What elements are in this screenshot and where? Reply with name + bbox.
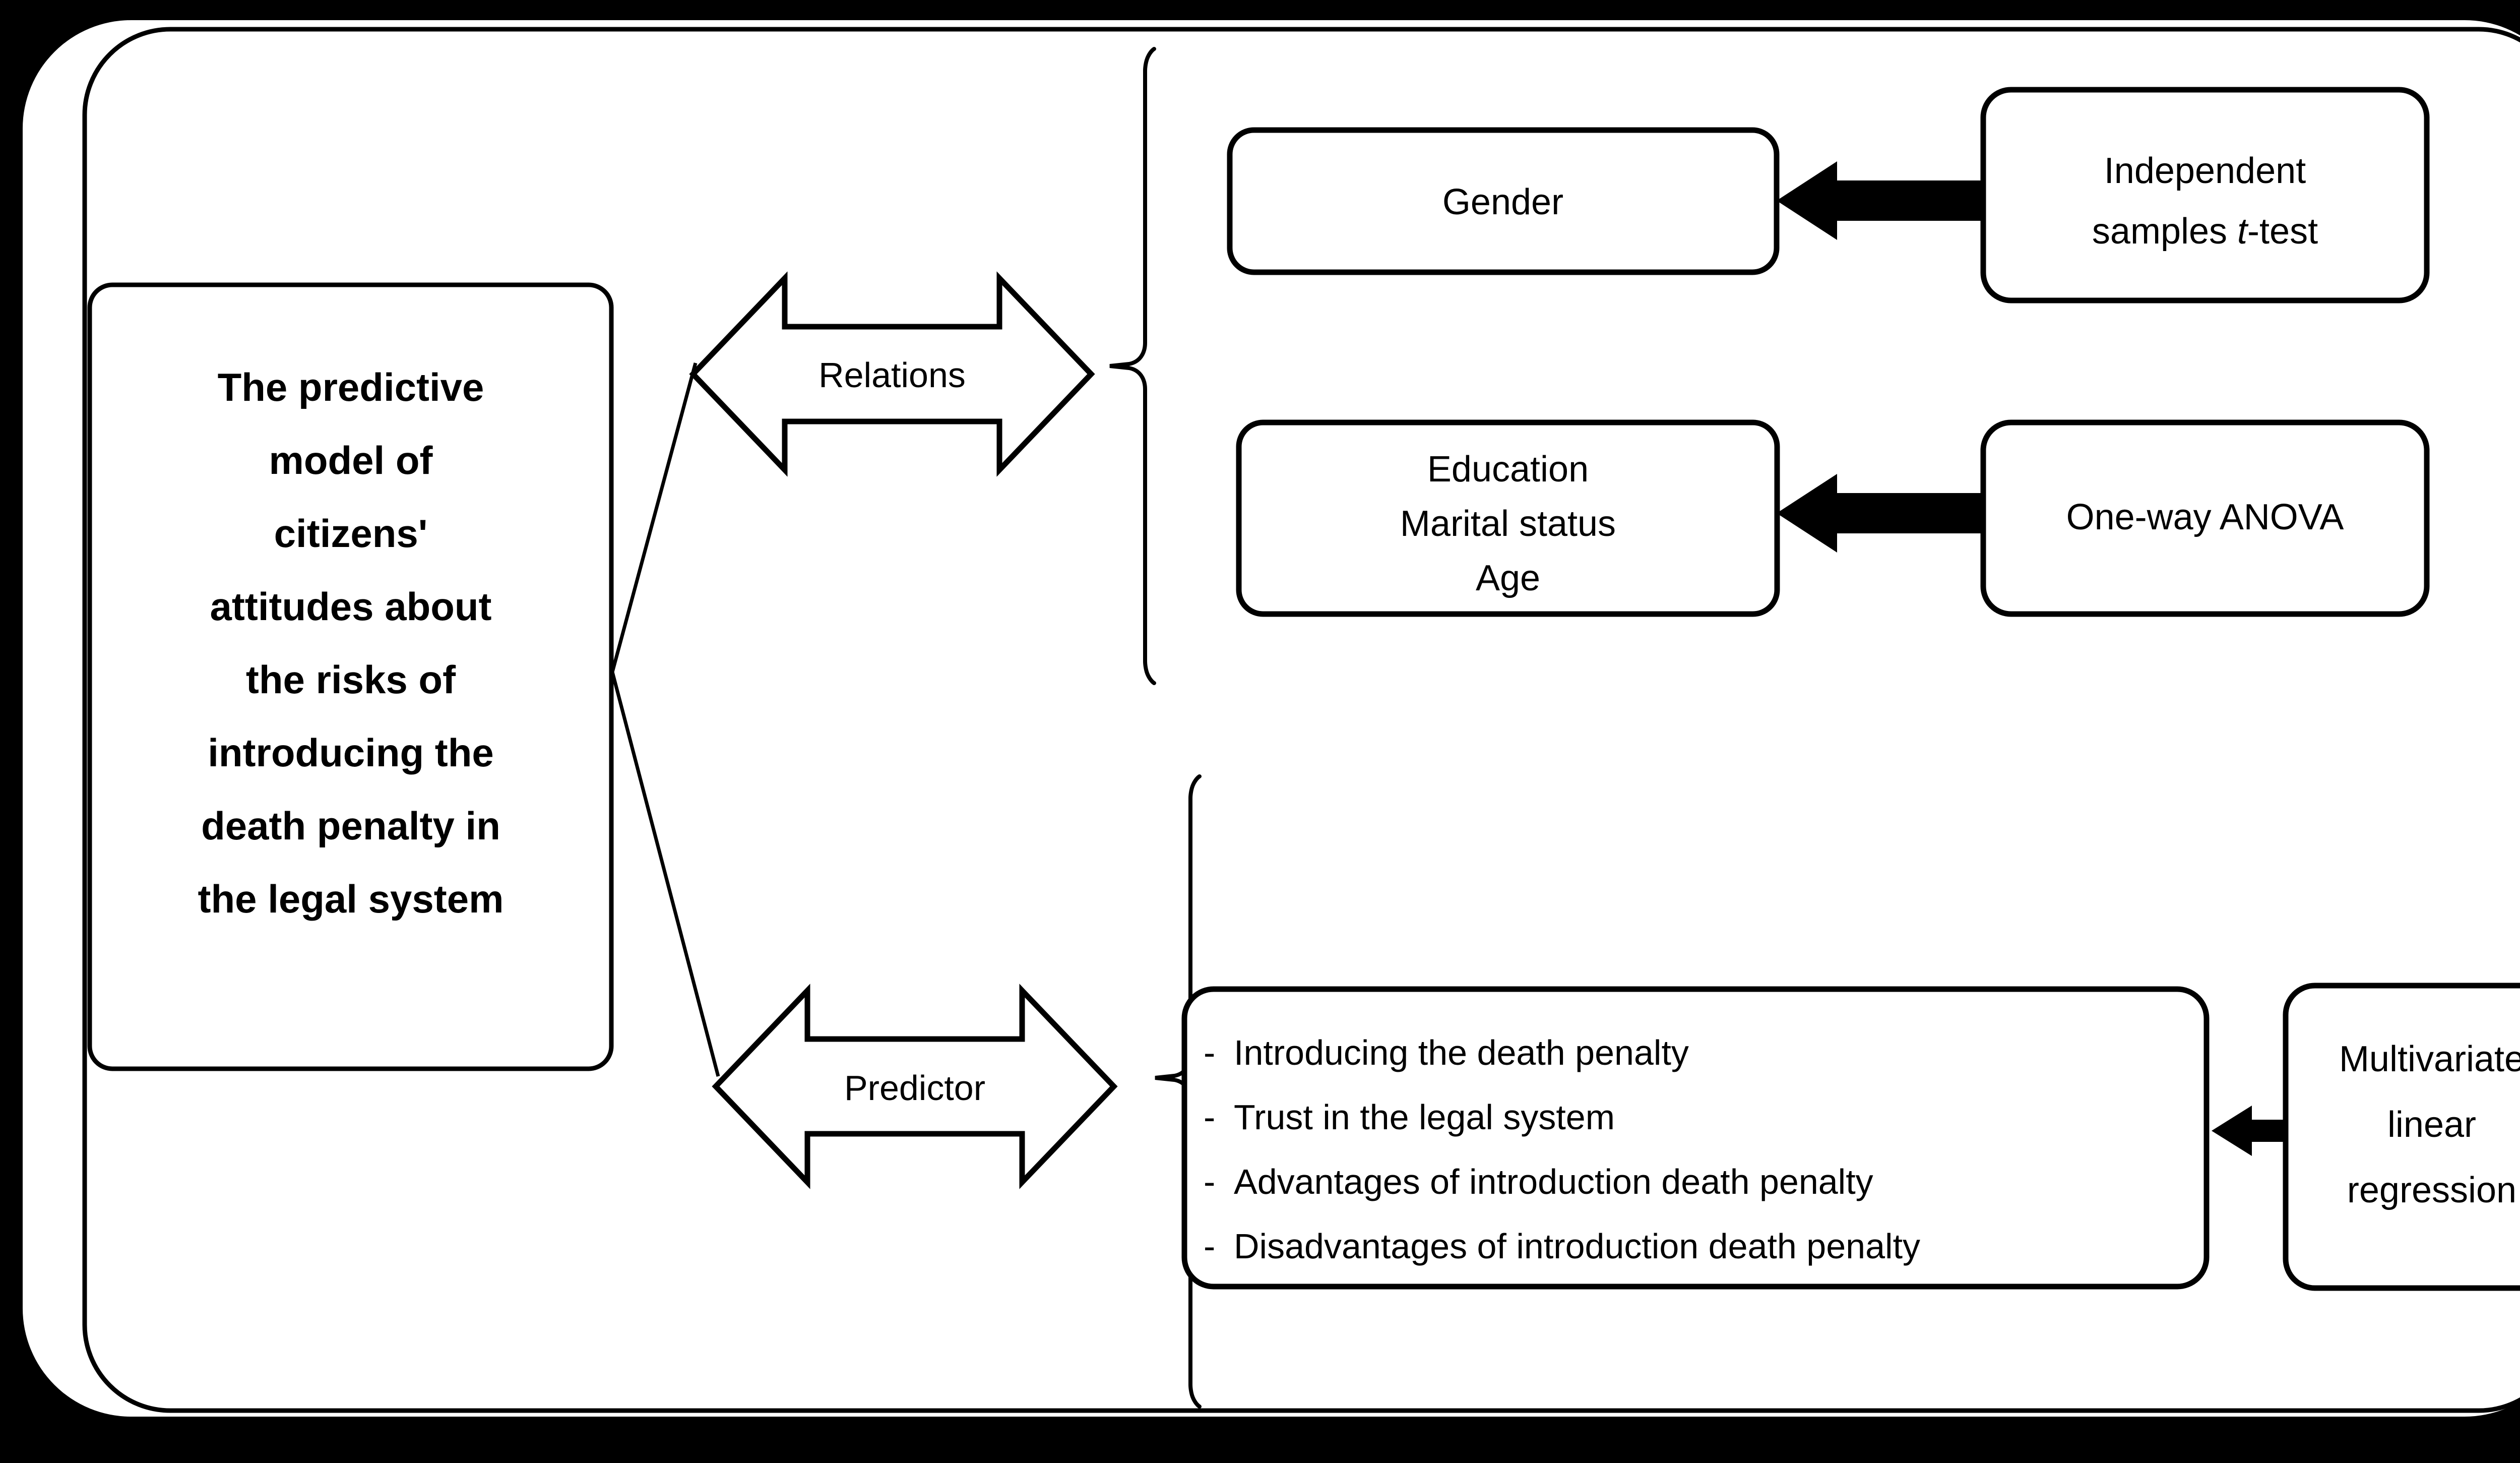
variable-demographics-line-3: Age (1476, 558, 1540, 598)
predictor-brace (1155, 774, 1202, 1409)
predictor-item-2: Trust in the legal system (1234, 1098, 1615, 1137)
method-box-one-way-anova[interactable] (1980, 419, 2430, 617)
method-ttest-line-1: Independent (2104, 151, 2306, 191)
central-line-3: citizens' (274, 511, 428, 556)
variable-demographics-line-1: Education (1427, 449, 1589, 490)
variable-box-demographics[interactable] (1236, 419, 1780, 617)
relations-brace (1109, 47, 1156, 685)
predictor-bullet-1: - (1204, 1033, 1215, 1072)
predictor-arrow[interactable] (712, 984, 1118, 1189)
central-concept-box[interactable] (87, 282, 614, 1071)
method-box-independent-t-test[interactable] (1980, 87, 2430, 303)
central-line-1: The predictive (218, 365, 484, 409)
central-line-6: introducing the (208, 730, 494, 775)
central-line-8: the legal system (198, 877, 504, 921)
method-box-multivariate-regression[interactable] (2283, 983, 2520, 1291)
variable-box-gender[interactable] (1227, 127, 1780, 275)
predictor-bullet-2: - (1204, 1098, 1215, 1137)
central-line-2: model of (269, 438, 433, 482)
predictor-item-4: Disadvantages of introduction death pena… (1234, 1227, 1920, 1266)
method-anova-label: One-way ANOVA (2066, 497, 2344, 537)
predictor-bullet-3: - (1204, 1162, 1215, 1201)
relations-arrow-label: Relations (818, 355, 966, 395)
arrow-ttest-to-gender (1777, 161, 1983, 240)
central-line-4: attitudes about (210, 584, 492, 629)
predictor-bullet-4: - (1204, 1227, 1215, 1266)
variable-box-predictors[interactable] (1181, 986, 2210, 1290)
arrow-anova-to-demographics (1777, 474, 1983, 553)
method-regression-line-1: Multivariate (2339, 1039, 2520, 1079)
arrow-regression-to-predictors (2212, 1106, 2288, 1156)
fan-line-relations (610, 362, 698, 673)
predictor-item-1: Introducing the death penalty (1234, 1033, 1689, 1072)
ttest-italic-t: t (2237, 211, 2249, 252)
central-line-5: the risks of (246, 657, 456, 702)
predictor-item-3: Advantages of introduction death penalty (1234, 1162, 1873, 1201)
method-ttest-line-2: samples t-test (2092, 211, 2318, 252)
variable-demographics-line-2: Marital status (1400, 504, 1616, 544)
method-regression-line-2: linear (2387, 1105, 2476, 1145)
central-line-7: death penalty in (201, 804, 500, 848)
predictor-arrow-label: Predictor (844, 1068, 985, 1108)
variable-gender-label: Gender (1442, 182, 1563, 222)
outer-panel-border (82, 27, 2520, 1413)
relations-arrow[interactable] (689, 271, 1095, 477)
fan-line-predictor (610, 672, 720, 1077)
method-regression-line-3: regression (2347, 1170, 2516, 1210)
